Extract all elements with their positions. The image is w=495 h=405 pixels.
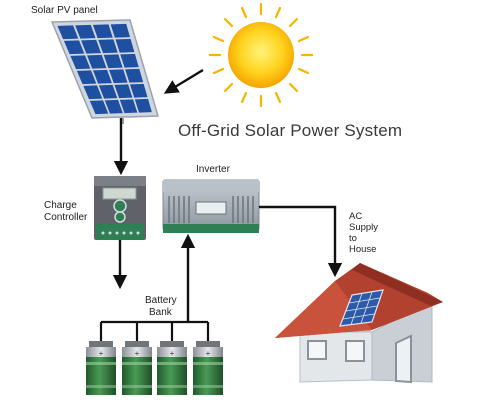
battery-icon: +	[157, 341, 187, 395]
panel-cell	[104, 99, 123, 114]
panel-cell	[120, 53, 139, 68]
panel-cell	[63, 40, 85, 55]
sun-icon	[208, 2, 314, 108]
ac-supply-label-line3: to	[349, 233, 357, 244]
inverter-label: Inverter	[196, 164, 230, 175]
charge-controller-icon	[94, 176, 146, 240]
svg-text:+: +	[99, 349, 104, 358]
svg-text:+: +	[206, 349, 211, 358]
battery-bank-label-line2: Bank	[149, 307, 172, 318]
charge-controller-label: Charge Controller	[44, 200, 87, 224]
battery-icon: +	[122, 341, 152, 395]
panel-cell	[92, 24, 113, 39]
svg-text:+: +	[135, 349, 140, 358]
battery-bus	[99, 320, 210, 345]
panel-cell	[98, 39, 118, 54]
panel-cell	[92, 69, 112, 84]
charge-controller-label-line2: Controller	[44, 212, 88, 223]
ac-supply-label: AC Supply to House	[349, 211, 378, 255]
inverter-to-house-wire	[259, 205, 343, 278]
ac-supply-label-line1: AC	[349, 211, 363, 222]
panel-cell	[115, 38, 135, 53]
inverter-icon	[162, 179, 260, 233]
panel-cell	[87, 54, 107, 69]
panel-cell	[70, 55, 91, 70]
ac-supply-label-line2: Supply	[349, 222, 379, 233]
panel-cell	[57, 25, 79, 40]
panel-cell	[76, 70, 97, 85]
charge-controller-label-line1: Charge	[44, 200, 77, 211]
panel-cell	[103, 54, 123, 69]
panel-cell	[75, 24, 96, 39]
sunlight-arrow	[163, 68, 204, 94]
battery-bank-label-line1: Battery	[145, 295, 177, 306]
battery-icon: +	[193, 341, 223, 395]
panel-cell	[98, 84, 118, 99]
panel-cell	[83, 85, 103, 100]
panel-cell	[110, 23, 131, 38]
battery-icon: +	[86, 341, 116, 395]
panel-cell	[114, 84, 133, 99]
battery-bank-label: Battery Bank	[145, 295, 177, 319]
house-icon	[275, 263, 443, 384]
panel-cell	[125, 68, 144, 83]
diagram-title: Off-Grid Solar Power System	[178, 121, 403, 140]
panel-cell	[119, 99, 138, 114]
svg-text:+: +	[170, 349, 175, 358]
panel-label: Solar PV panel	[31, 5, 98, 16]
panel-cell	[81, 39, 102, 54]
panel-cell	[129, 83, 148, 98]
ac-supply-label-line4: House	[349, 244, 377, 255]
panel-cell	[134, 98, 152, 113]
panel-cell	[109, 69, 128, 84]
battery-bank: + + + +	[86, 341, 223, 395]
panel-cell	[89, 100, 109, 115]
solar-panel-icon	[50, 19, 159, 124]
